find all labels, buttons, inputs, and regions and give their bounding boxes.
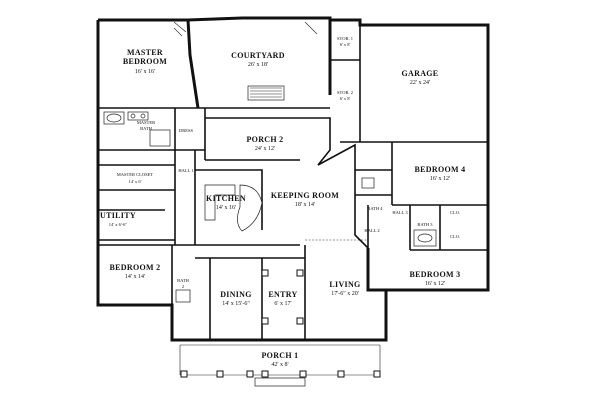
bedroom-3-dim: 16' x 12' (425, 281, 445, 287)
bedroom-2-dim: 14' x 14' (125, 274, 145, 280)
keeping-room-label: KEEPING ROOM (271, 191, 339, 200)
garage-label: GARAGE (402, 69, 439, 78)
bath-3-label: BATH 3 (417, 222, 433, 227)
bedroom-4-label: BEDROOM 4 (415, 165, 466, 174)
living-dim: 17'-6" x 20' (331, 291, 359, 297)
courtyard-dim: 26' x 18' (248, 62, 268, 68)
stor1-dim: 6' x 8' (340, 42, 351, 47)
porch-2-label: PORCH 2 (247, 135, 284, 144)
closet-a-label: CLO. (450, 210, 460, 215)
dress-label: DRESS (179, 128, 194, 133)
bedroom-2-label: BEDROOM 2 (110, 263, 161, 272)
bath-2-label-2: 2 (182, 284, 184, 289)
master-bath-label-2: BATH (140, 126, 153, 131)
stor1-label: STOR. 1 (337, 36, 353, 41)
stor2-dim: 6' x 8' (340, 96, 351, 101)
utility-label: UTILITY (100, 211, 136, 220)
master-bedroom-dim: 16' x 16' (135, 69, 155, 75)
master-bedroom-label-2: BEDROOM (123, 57, 167, 66)
bath-4-label: BATH 4 (367, 206, 383, 211)
front-porch (179, 269, 381, 387)
hall-2-label: HALL 2 (364, 228, 379, 233)
courtyard-label: COURTYARD (231, 51, 285, 60)
porch-2-dim: 24' x 12' (255, 146, 275, 152)
closet-b-label: CLO. (450, 234, 460, 239)
bedroom-3-label: BEDROOM 3 (410, 270, 461, 279)
entry-dim: 6' x 17' (274, 301, 291, 307)
courtyard-details (173, 21, 330, 109)
bedroom-4-dim: 16' x 12' (430, 176, 450, 182)
master-bath-label: MASTER (137, 120, 155, 125)
garage-dim: 22' x 24' (410, 80, 430, 86)
entry-label: ENTRY (268, 290, 297, 299)
dining-label: DINING (220, 290, 252, 299)
exterior-walls (96, 16, 490, 342)
hall-3-label: HALL 3 (392, 210, 408, 215)
kitchen-dim: 14' x 16' (216, 205, 236, 211)
interior-walls (98, 25, 488, 340)
living-label: LIVING (329, 280, 360, 289)
stor2-label: STOR. 2 (337, 90, 353, 95)
master-bedroom-label: MASTER (127, 48, 163, 57)
bath-2-label: BATH (177, 278, 190, 283)
kitchen-label: KITCHEN (206, 194, 246, 203)
porch-1-label: PORCH 1 (262, 351, 299, 360)
room-labels: MASTER BEDROOM 16' x 16' COURTYARD 26' x… (100, 36, 465, 368)
utility-dim: 14' x 6'-6" (109, 222, 128, 227)
porch-1-dim: 42' x 8' (271, 362, 288, 368)
hall-1-label: HALL 1 (178, 168, 193, 173)
master-closet-label: MASTER CLOSET (117, 172, 154, 177)
dining-dim: 14' x 15'-6" (222, 301, 250, 307)
fixtures (103, 111, 437, 303)
master-closet-dim: 14' x 6' (129, 179, 142, 184)
keeping-room-dim: 18' x 14' (295, 202, 315, 208)
